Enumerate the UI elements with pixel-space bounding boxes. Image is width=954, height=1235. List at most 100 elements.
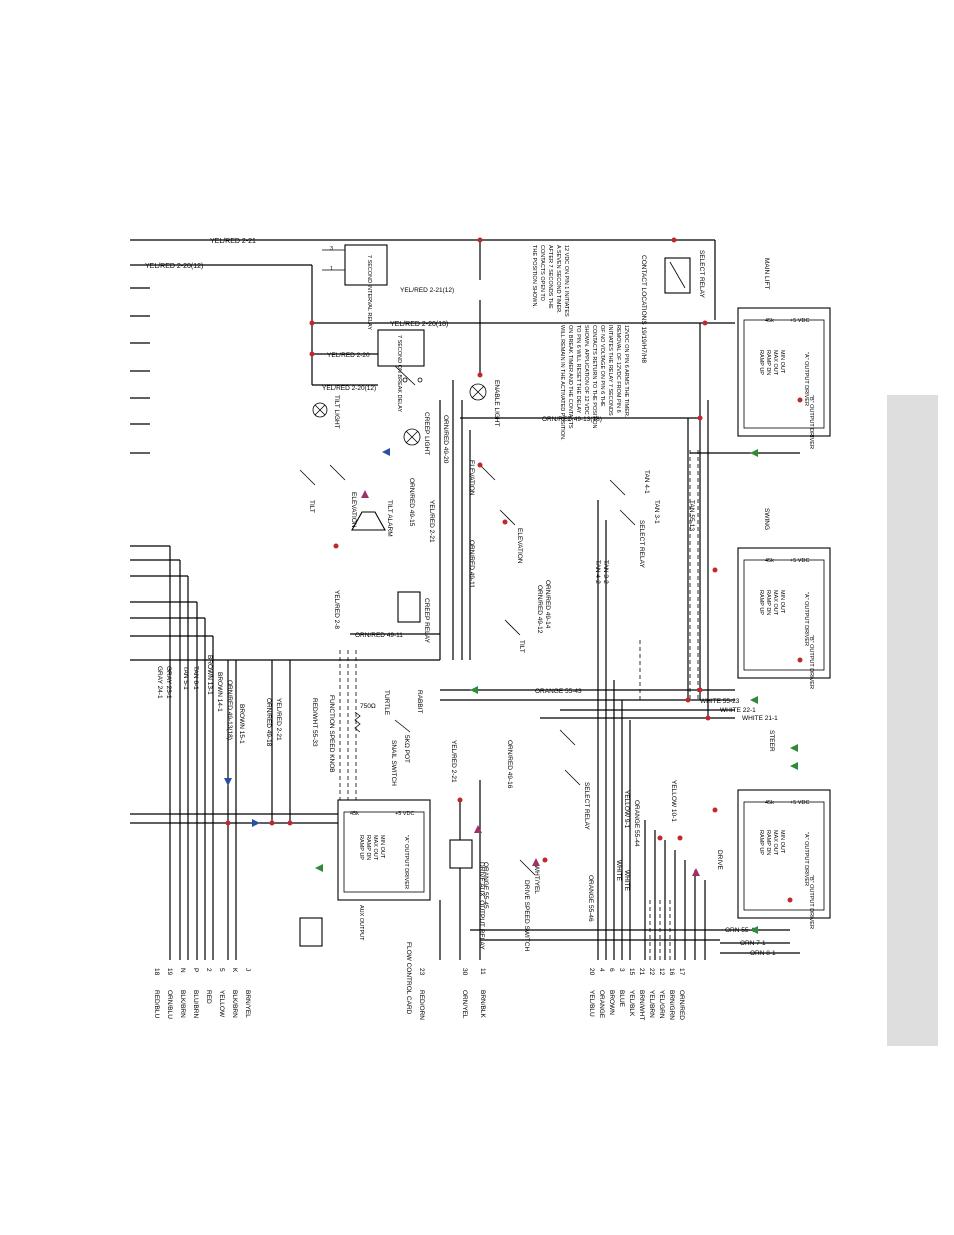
svg-text:TAN 3-2: TAN 3-2 [602,560,609,584]
svg-text:YEL/BRN: YEL/BRN [648,990,655,1018]
svg-text:ORN/RED 49-12: ORN/RED 49-12 [536,585,543,634]
svg-text:ORANGE: ORANGE [598,990,605,1019]
svg-text:MAX OUT: MAX OUT [772,590,778,616]
switches: ELEVATION TILT ELEVATION ELEVATION TILT [299,460,525,653]
svg-text:3: 3 [618,968,625,972]
svg-text:YEL/RED 2-21: YEL/RED 2-21 [428,500,435,543]
svg-text:BLUE: BLUE [618,990,625,1008]
diode-icon [361,490,369,498]
card-drive-aux: 45k +5 VDC RAMP UP RAMP DN MAX OUT MIN O… [337,799,431,941]
svg-text:YELLOW 9-1: YELLOW 9-1 [623,790,630,829]
svg-text:BROWN 14-1: BROWN 14-1 [216,672,223,712]
svg-text:RAMP DN: RAMP DN [765,350,771,375]
svg-text:23: 23 [418,968,425,976]
svg-text:AFTER 7 SECONDS THE: AFTER 7 SECONDS THE [547,245,553,309]
svg-text:ORN/RED 49-15: ORN/RED 49-15 [408,478,415,527]
wire-label: ORN 7-1 [740,940,766,947]
svg-text:WILL REMAIN IN THE ACTIVATED P: WILL REMAIN IN THE ACTIVATED POSITION. [559,325,565,441]
card-steer: 45k +5 VDC RAMP UP RAMP DN MAX OUT MIN O… [737,730,831,929]
svg-text:18: 18 [153,968,160,976]
svg-text:DRIVE SPEED SWITCH: DRIVE SPEED SWITCH [523,880,530,951]
svg-text:SELECT RELAY: SELECT RELAY [698,250,705,298]
svg-text:CONTACT LOCATIONS 19/19/H7/H8: CONTACT LOCATIONS 19/19/H7/H8 [640,255,647,363]
svg-text:CREEP RELAY: CREEP RELAY [423,598,430,644]
svg-text:7 SECOND INTERVAL RELAY: 7 SECOND INTERVAL RELAY [366,255,372,330]
svg-text:+5 VDC: +5 VDC [790,318,809,324]
svg-text:ORN/RED: ORN/RED [678,990,685,1020]
svg-text:45k: 45k [350,811,359,817]
svg-text:RED/BLU: RED/BLU [153,990,160,1018]
svg-text:TO PIN 6 WILL RESET THE DELAY: TO PIN 6 WILL RESET THE DELAY [575,325,581,414]
svg-text:MAX OUT: MAX OUT [372,835,378,861]
svg-text:SELECT RELAY: SELECT RELAY [583,782,590,830]
diode-icon [750,696,758,704]
svg-text:BRN/WHT: BRN/WHT [638,990,645,1020]
svg-text:+5 VDC: +5 VDC [395,811,414,817]
svg-text:TAN 4-1: TAN 4-1 [643,470,650,494]
svg-text:45k: 45k [765,558,774,564]
svg-text:RAMP UP: RAMP UP [358,835,364,860]
diode-icon [692,868,700,876]
svg-text:MAX OUT: MAX OUT [772,350,778,376]
svg-text:750Ω: 750Ω [360,703,376,710]
svg-text:ELEVATION: ELEVATION [468,460,475,496]
wire-label: YEL/RED 2-20(12) [322,385,376,392]
svg-text:RAMP DN: RAMP DN [765,830,771,855]
svg-text:YELLOW: YELLOW [218,990,225,1018]
diode-icon [315,864,323,872]
svg-text:"B" OUTPUT DRIVER: "B" OUTPUT DRIVER [808,875,814,929]
svg-text:+5 VDC: +5 VDC [790,558,809,564]
svg-text:ORANGE 55-44: ORANGE 55-44 [633,800,640,847]
svg-text:TILT: TILT [518,640,525,653]
svg-text:RAMP UP: RAMP UP [758,830,764,855]
wire-label: ORN/RED 49-11 [355,632,403,639]
wire-label: ORANGE 55-43 [535,688,582,695]
wire-label: YEL/RED 2-20 [327,352,370,359]
svg-text:TURTLE: TURTLE [383,690,390,716]
svg-text:CONTACTS OPEN TO: CONTACTS OPEN TO [539,245,545,302]
svg-text:SHOWN. APPLICATION OF 12 VDC: SHOWN. APPLICATION OF 12 VDC [583,325,589,415]
svg-text:5KΩ POT: 5KΩ POT [403,735,410,763]
svg-text:A SEVEN SECOND TIMER.: A SEVEN SECOND TIMER. [555,245,561,314]
svg-text:30: 30 [461,968,468,976]
svg-text:4: 4 [598,968,605,972]
diode-icon [474,825,482,833]
svg-text:BLU/BRN: BLU/BRN [192,990,199,1018]
svg-text:45k: 45k [765,800,774,806]
svg-text:DRIVE: DRIVE [716,850,723,871]
top-wire-labels: YEL/RED 2-21 YEL/RED 2-20(12) YEL/RED 2-… [145,238,778,957]
svg-text:3: 3 [330,246,333,252]
left-wire-labels: BROWN 15-1 BROWN 14-1 BROWN 13-1 TAN 6-1… [156,655,318,747]
svg-text:ENABLE LIGHT: ENABLE LIGHT [493,380,500,427]
tilt-alarm: TILT ALARM [351,500,393,537]
wire-label: WHITE 22-1 [720,707,756,714]
svg-text:21: 21 [638,968,645,976]
svg-text:TILT LIGHT: TILT LIGHT [333,395,340,429]
svg-text:CREEP LIGHT: CREEP LIGHT [423,412,430,455]
svg-text:12 VDC ON PIN 1 INITIATES: 12 VDC ON PIN 1 INITIATES [563,245,569,317]
svg-text:K: K [231,968,238,973]
diode-icon [790,744,798,752]
svg-text:7 SECOND ON BREAK DELAY: 7 SECOND ON BREAK DELAY [396,335,402,413]
card-swing: 45k +5 VDC RAMP UP RAMP DN MAX OUT MIN O… [737,508,831,689]
diodes [224,448,798,934]
svg-text:ORN/RED 49-18: ORN/RED 49-18 [265,698,272,747]
diode-icon [750,449,758,457]
svg-text:YEL/RED 2-8: YEL/RED 2-8 [333,590,340,629]
svg-text:2: 2 [205,968,212,972]
svg-text:WHITE: WHITE [623,870,630,892]
wire-label: ORN 8-1 [750,950,776,957]
diode-icon [224,778,232,786]
creep-light: CREEP LIGHT [403,412,430,455]
svg-text:11: 11 [479,968,486,975]
wire-label: YEL/RED 2-21 [210,238,256,245]
svg-text:MAX OUT: MAX OUT [772,830,778,856]
diode-icon [790,762,798,770]
svg-text:MIN OUT: MIN OUT [779,350,785,374]
svg-text:ORN/BLU: ORN/BLU [166,990,173,1019]
svg-text:BRN/YEL: BRN/YEL [244,990,251,1018]
diode-icon [470,686,478,694]
svg-text:"B" OUTPUT DRIVER: "B" OUTPUT DRIVER [808,635,814,689]
svg-text:YEL/BLU: YEL/BLU [588,990,595,1017]
svg-text:ORANGE 55-45: ORANGE 55-45 [482,862,489,909]
